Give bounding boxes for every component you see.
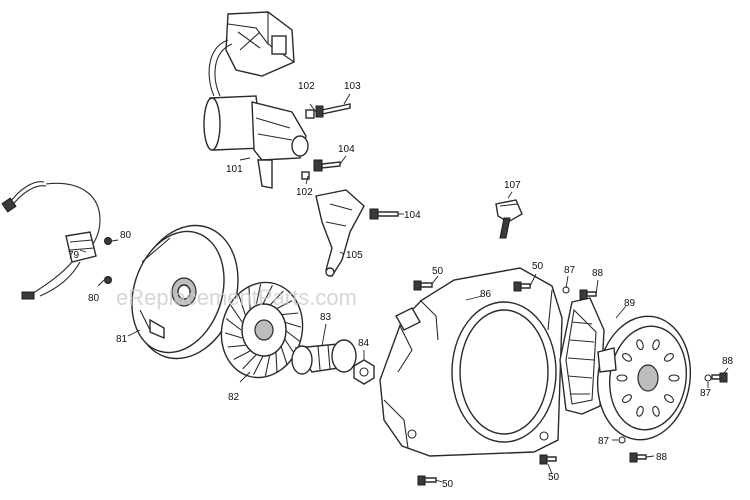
fan-blade — [269, 290, 284, 306]
callout-79[interactable]: 79 — [68, 250, 80, 261]
callout-102-top[interactable]: 102 — [298, 81, 315, 92]
callout-107[interactable]: 107 — [504, 180, 521, 191]
fan-blade — [280, 312, 299, 316]
callout-103[interactable]: 103 — [344, 81, 361, 92]
starter-cup[interactable] — [291, 339, 357, 375]
fan-blade — [275, 300, 293, 310]
fan-blade — [227, 344, 246, 348]
switch-107[interactable] — [495, 199, 523, 239]
recoil-vent-slot — [652, 339, 660, 351]
fan-housing[interactable] — [379, 267, 563, 457]
recoil-vent-slot — [664, 394, 674, 403]
fan-blade — [230, 305, 243, 323]
recoil-vent-slot — [616, 374, 628, 382]
callout-86[interactable]: 86 — [480, 289, 492, 300]
callout-80-bottom[interactable]: 80 — [88, 293, 100, 304]
recoil-vent-slot — [636, 339, 644, 351]
callout-89[interactable]: 89 — [624, 298, 636, 309]
housing-bolts[interactable] — [413, 280, 728, 486]
bolt-104[interactable] — [369, 208, 399, 220]
callout-50-b[interactable]: 50 — [532, 261, 544, 272]
bracket[interactable] — [315, 189, 365, 278]
callout-82[interactable]: 82 — [228, 392, 240, 403]
callout-105[interactable]: 105 — [346, 250, 363, 261]
callout-81[interactable]: 81 — [116, 334, 128, 345]
fan-blade — [283, 321, 302, 328]
callout-87-top[interactable]: 87 — [564, 265, 576, 276]
fan-blade — [248, 287, 251, 310]
fan-blade — [224, 332, 243, 339]
fan-blade — [242, 354, 257, 370]
callout-84[interactable]: 84 — [358, 338, 370, 349]
fan-blade — [284, 329, 301, 342]
leader-lines — [79, 93, 729, 483]
callout-50-a[interactable]: 50 — [432, 266, 444, 277]
recoil-vent-slot — [652, 405, 660, 417]
callout-83[interactable]: 83 — [320, 312, 332, 323]
fan-blade — [280, 345, 288, 366]
fan-blade — [255, 283, 262, 306]
fan-blade — [225, 318, 242, 331]
flywheel-nut[interactable] — [353, 359, 375, 385]
callout-88-bottom[interactable]: 88 — [656, 452, 668, 463]
callout-80-top[interactable]: 80 — [120, 230, 132, 241]
callout-50-c[interactable]: 50 — [442, 479, 454, 490]
callout-87-right[interactable]: 87 — [700, 388, 712, 399]
flywheel[interactable] — [117, 212, 255, 372]
recoil-vent-slot — [668, 374, 680, 382]
callout-88-top[interactable]: 88 — [592, 268, 604, 279]
fan-blade — [233, 350, 251, 360]
callout-88-right[interactable]: 88 — [722, 356, 734, 367]
fan-blade — [262, 285, 273, 305]
recoil-vent-slot — [636, 405, 644, 417]
recoil-vent-slot — [664, 353, 674, 362]
recoil-guard[interactable] — [559, 297, 605, 415]
callout-labels: 101 102 103 104 102 104 105 107 79 80 80… — [68, 81, 734, 490]
callout-104-top[interactable]: 104 — [338, 144, 355, 155]
recoil-vent-slot — [622, 394, 632, 403]
recoil-starter[interactable] — [590, 310, 698, 446]
callout-87-bottom[interactable]: 87 — [598, 436, 610, 447]
ignition-coil[interactable] — [1, 181, 112, 300]
callout-102-bottom[interactable]: 102 — [296, 187, 313, 198]
callout-104-bottom[interactable]: 104 — [404, 210, 421, 221]
fan-blade — [275, 350, 278, 373]
starter-motor[interactable] — [203, 11, 309, 189]
callout-101[interactable]: 101 — [226, 164, 243, 175]
recoil-vent-slot — [622, 353, 632, 362]
starter-bolts[interactable] — [301, 103, 351, 180]
fan-blade — [264, 354, 271, 377]
callout-50-d[interactable]: 50 — [548, 472, 560, 483]
watermark: eReplacementParts.com — [116, 285, 357, 310]
fan-blade — [253, 355, 264, 375]
fan-blade — [238, 294, 246, 315]
